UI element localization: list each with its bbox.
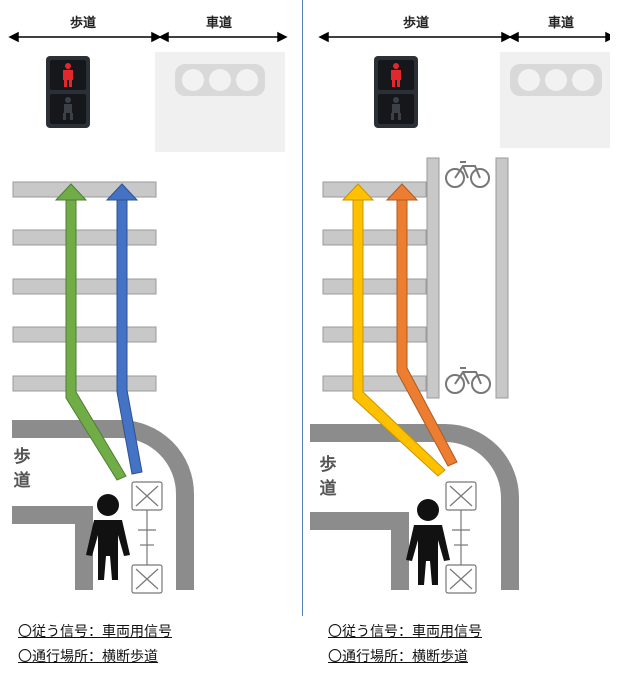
pedestrian-signal-icon	[46, 56, 90, 128]
bicycle-icon	[445, 161, 490, 188]
arrow-head	[54, 183, 88, 201]
path-arrow-2	[105, 183, 143, 475]
arrow-head	[341, 183, 375, 201]
arrow-head	[385, 183, 419, 201]
path-arrow-2	[385, 183, 458, 467]
vehicle-signal-icon	[155, 52, 285, 152]
crosswalk	[12, 181, 157, 392]
caption-place: 〇通行場所：横断歩道	[328, 649, 468, 665]
corner-label-top: 歩	[13, 447, 31, 467]
right-panel: 歩道 車道 歩 道 〇従う信号：車両用信号 〇通行場所：横断歩道	[310, 0, 610, 673]
arrow-head	[105, 183, 139, 201]
bicycle-topview-icon	[131, 481, 163, 594]
crosswalk	[322, 181, 427, 392]
panel-divider	[302, 0, 303, 616]
road-extent-arrow	[158, 31, 288, 43]
sidewalk-extent-arrow	[8, 31, 162, 43]
bicycle-crossing-lane	[426, 157, 509, 399]
corner-label-top: 歩	[319, 455, 337, 475]
right-diagram	[310, 31, 610, 594]
road-edge	[310, 424, 519, 590]
road-label: 車道	[548, 16, 575, 31]
sidewalk-label: 歩道	[403, 16, 430, 31]
sidewalk-label: 歩道	[70, 16, 97, 31]
corner-label-bottom: 道	[319, 479, 337, 499]
path-arrow-1	[54, 183, 127, 481]
caption-signal: 〇従う信号：車両用信号	[18, 624, 172, 640]
caption-signal: 〇従う信号：車両用信号	[328, 624, 482, 640]
vehicle-signal-icon	[500, 52, 610, 148]
bicycle-icon	[445, 367, 491, 394]
sidewalk-extent-arrow	[318, 31, 512, 43]
road-extent-arrow	[508, 31, 610, 43]
pedestrian-icon	[86, 494, 130, 580]
caption-place: 〇通行場所：横断歩道	[18, 649, 158, 665]
path-arrow-1	[341, 183, 446, 477]
corner-label-bottom: 道	[13, 471, 31, 491]
left-diagram	[8, 31, 288, 594]
pedestrian-icon	[406, 499, 450, 585]
left-panel: 歩道 車道 歩 道 〇従う信号：車両用信号 〇通行場所：横断歩道	[0, 0, 300, 673]
pedestrian-signal-icon	[374, 56, 418, 128]
road-label: 車道	[206, 16, 233, 31]
bicycle-topview-icon	[445, 481, 477, 594]
